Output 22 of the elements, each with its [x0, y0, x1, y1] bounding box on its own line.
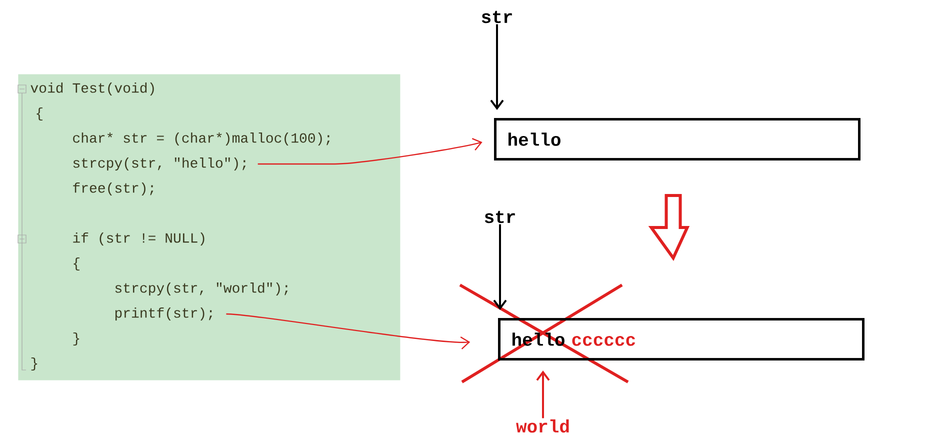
- pointer-label: str: [484, 210, 515, 224]
- arrow: [226, 313, 470, 350]
- code-panel: [18, 74, 400, 380]
- code-line: if (str != NULL): [73, 232, 204, 246]
- value-label: world: [516, 419, 569, 433]
- code-line: char* str = (char*)malloc(100);: [73, 132, 330, 146]
- code-line: free(str);: [73, 182, 154, 196]
- memory-box: hello: [494, 118, 860, 160]
- arrow: [258, 138, 482, 165]
- code-line: void Test(void): [30, 82, 154, 96]
- arrow: [490, 24, 504, 110]
- code-line: printf(str);: [115, 307, 212, 321]
- arrow: [493, 224, 507, 310]
- code-line: {: [36, 107, 42, 121]
- code-line: {: [74, 257, 80, 271]
- code-line: }: [73, 332, 80, 346]
- pointer-label: str: [482, 10, 512, 24]
- code-line: strcpy(str, "world");: [115, 282, 288, 296]
- code-line: }: [31, 357, 38, 371]
- code-line: strcpy(str, "hello");: [73, 157, 246, 171]
- block-arrow: [648, 194, 690, 261]
- arrow: [536, 370, 550, 418]
